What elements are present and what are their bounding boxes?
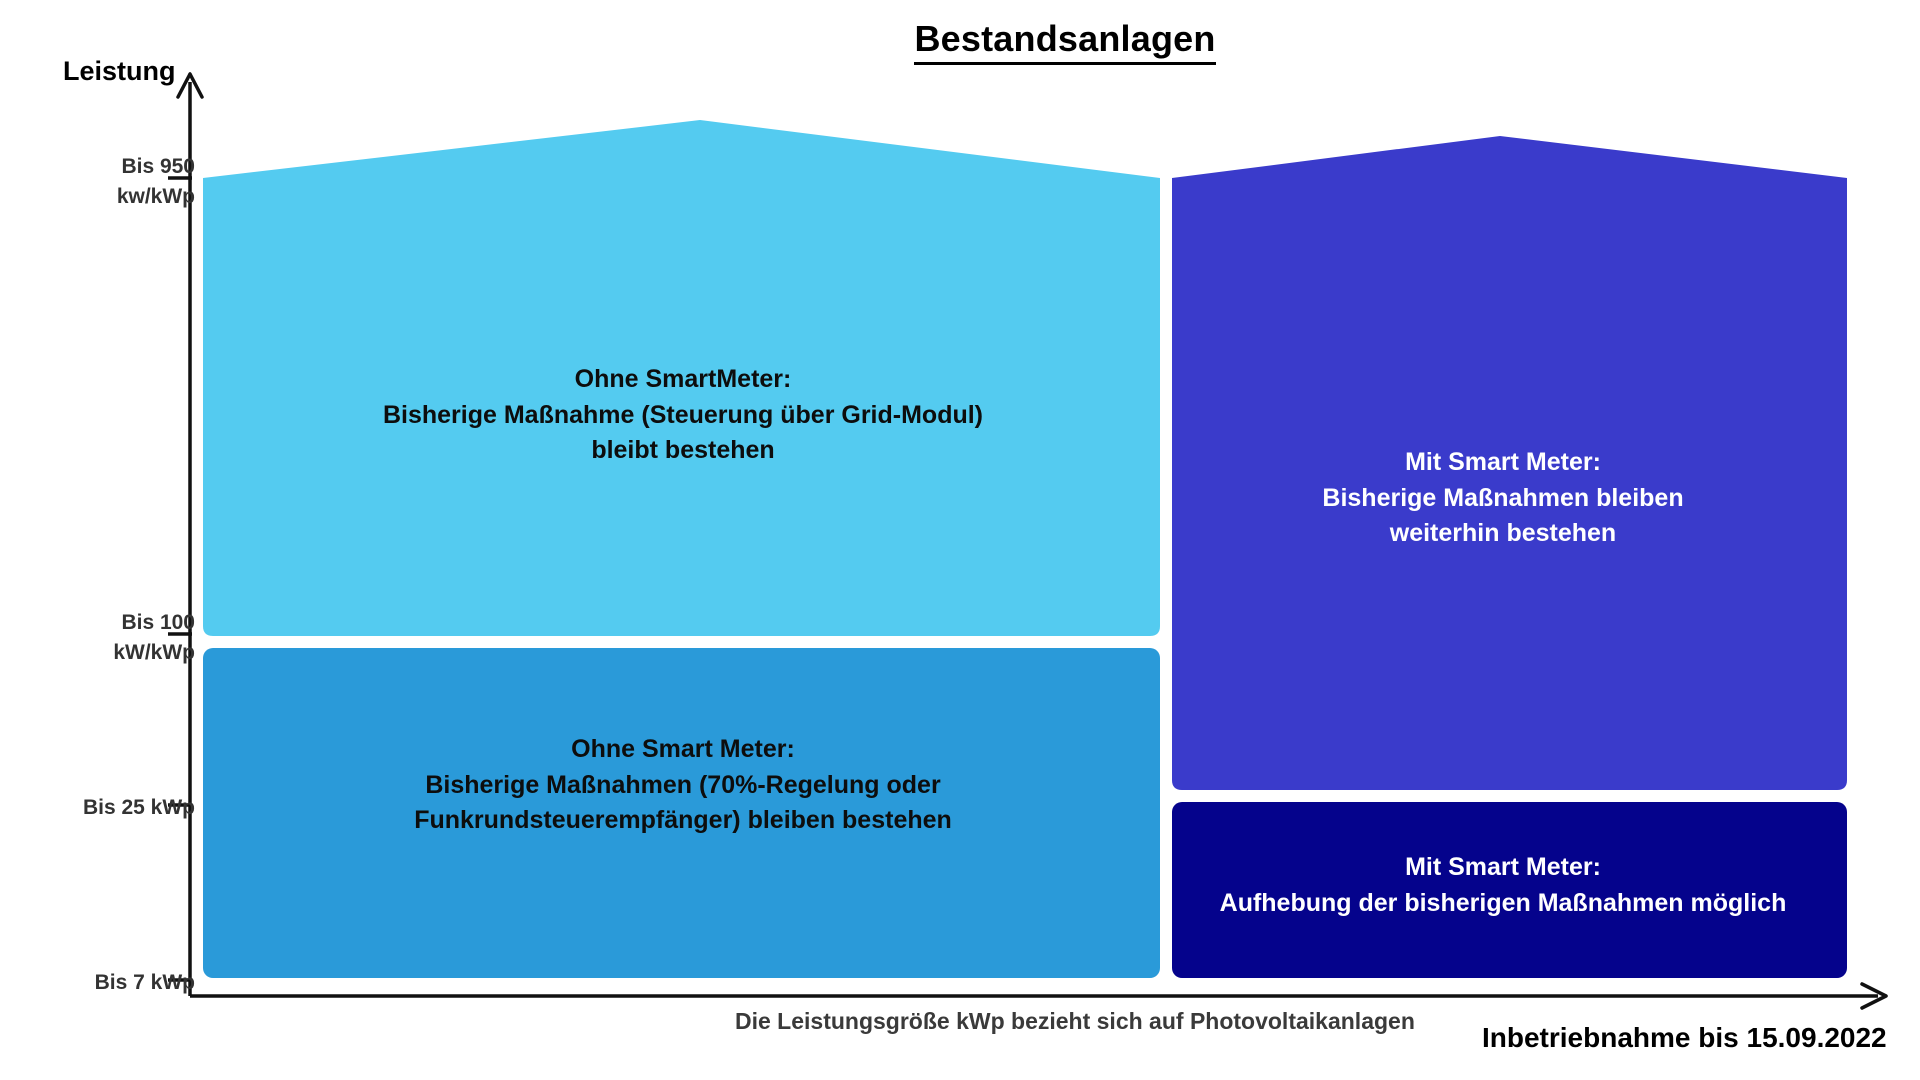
- segment-ohne-smartmeter-gross[interactable]: [203, 120, 1160, 636]
- tick-label-950-line1: Bis 950: [121, 155, 195, 178]
- tick-label-100-line2: kW/kWp: [113, 641, 195, 665]
- tick-label-7: Bis 7 kWp: [94, 971, 195, 994]
- tick-label-25: Bis 25 kWp: [82, 796, 195, 819]
- tick-label-950: Bis 950 kw/kWp: [117, 152, 195, 213]
- segment-mit-smartmeter-klein[interactable]: [1172, 802, 1847, 978]
- segment-mit-smartmeter-gross[interactable]: [1172, 136, 1847, 790]
- segment-ohne-smartmeter-klein[interactable]: [203, 648, 1160, 978]
- footnote-note: Die Leistungsgröße kWp bezieht sich auf …: [735, 1008, 1415, 1034]
- tick-label-100: Bis 100 kW/kWp: [113, 608, 195, 669]
- page-title-text: Bestandsanlagen: [914, 18, 1216, 65]
- page-title: Bestandsanlagen: [0, 18, 1920, 65]
- tick-label-950-line2: kw/kWp: [116, 185, 195, 209]
- footnote-commissioning: Inbetriebnahme bis 15.09.2022: [1482, 1022, 1887, 1053]
- y-axis-label: Leistung: [63, 56, 176, 86]
- tick-label-100-line1: Bis 100: [121, 611, 195, 634]
